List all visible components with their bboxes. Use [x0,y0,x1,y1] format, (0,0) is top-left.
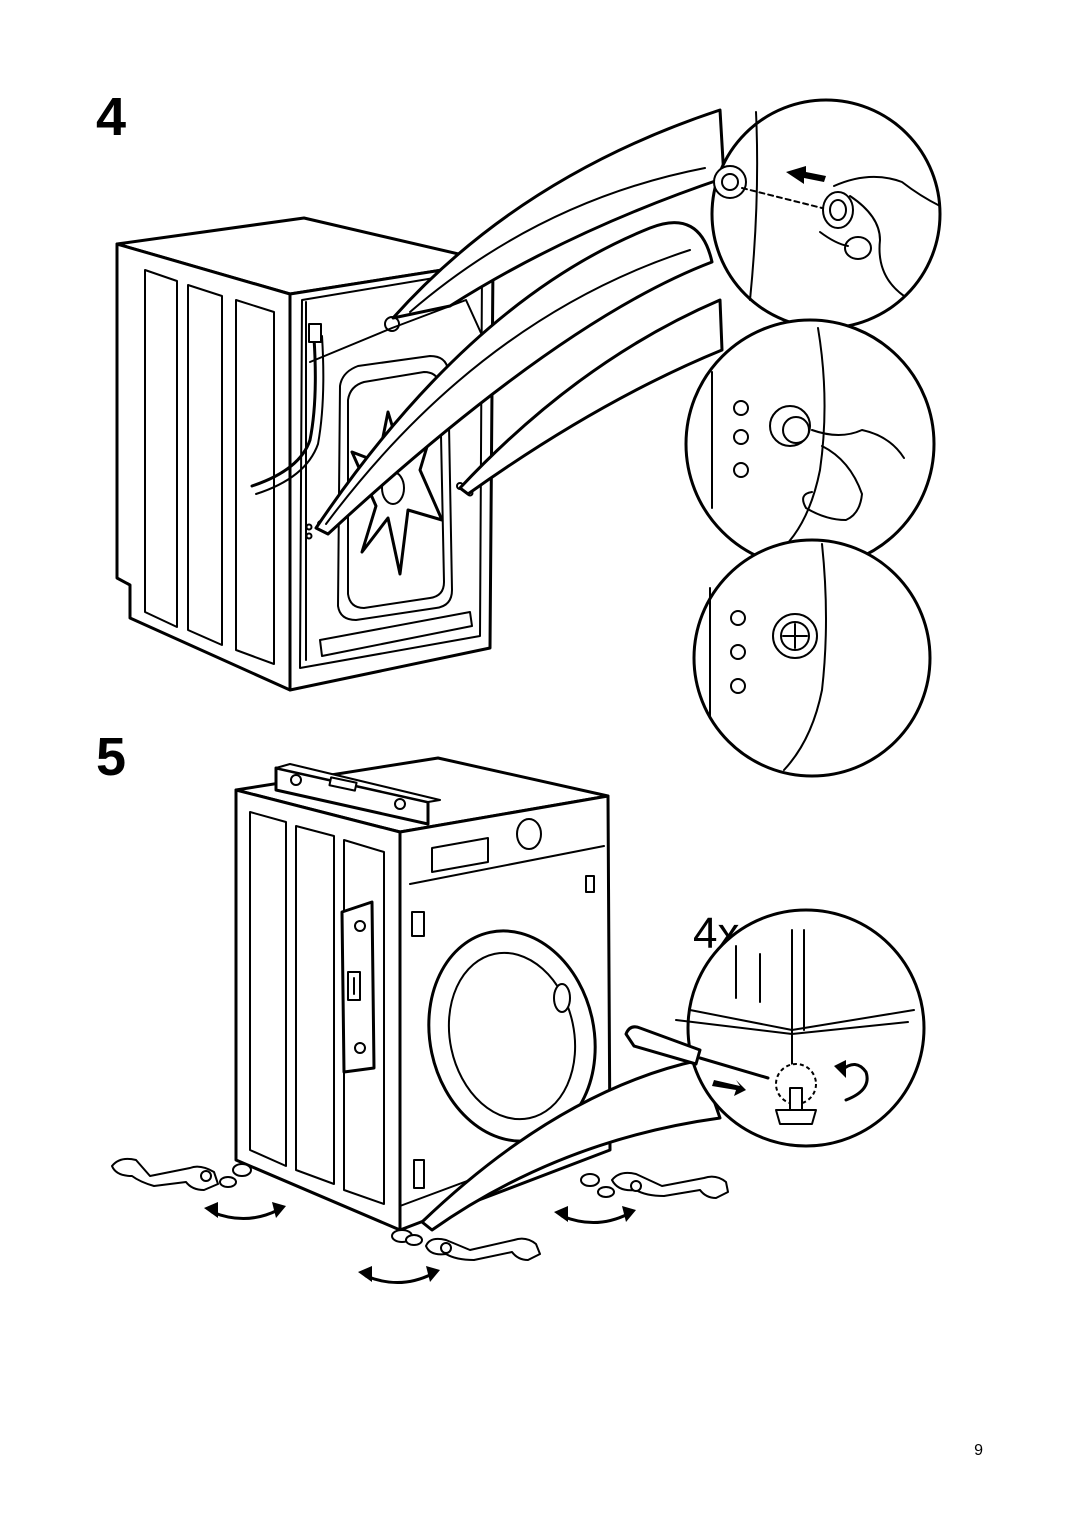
washer-rear-view [117,218,493,690]
wrench-center [358,1235,540,1283]
washer-front-view [233,758,614,1242]
detail-circle-cap-installed [694,540,930,776]
step-4-number: 4 [96,87,127,147]
callout-connectors [316,110,724,534]
detail-circle-press-cap [686,320,934,568]
detail-circle-adjust-foot [422,910,924,1230]
spirit-level-side [342,902,374,1072]
page-number: 9 [974,1442,983,1459]
wrench-right [554,1173,728,1223]
wrench-left [112,1159,286,1219]
spirit-level-top [276,764,440,824]
detail-circle-insert-cap [712,100,940,328]
step-5-illustration [112,758,924,1283]
step-5-number: 5 [96,727,127,787]
step-4-illustration [117,100,940,776]
